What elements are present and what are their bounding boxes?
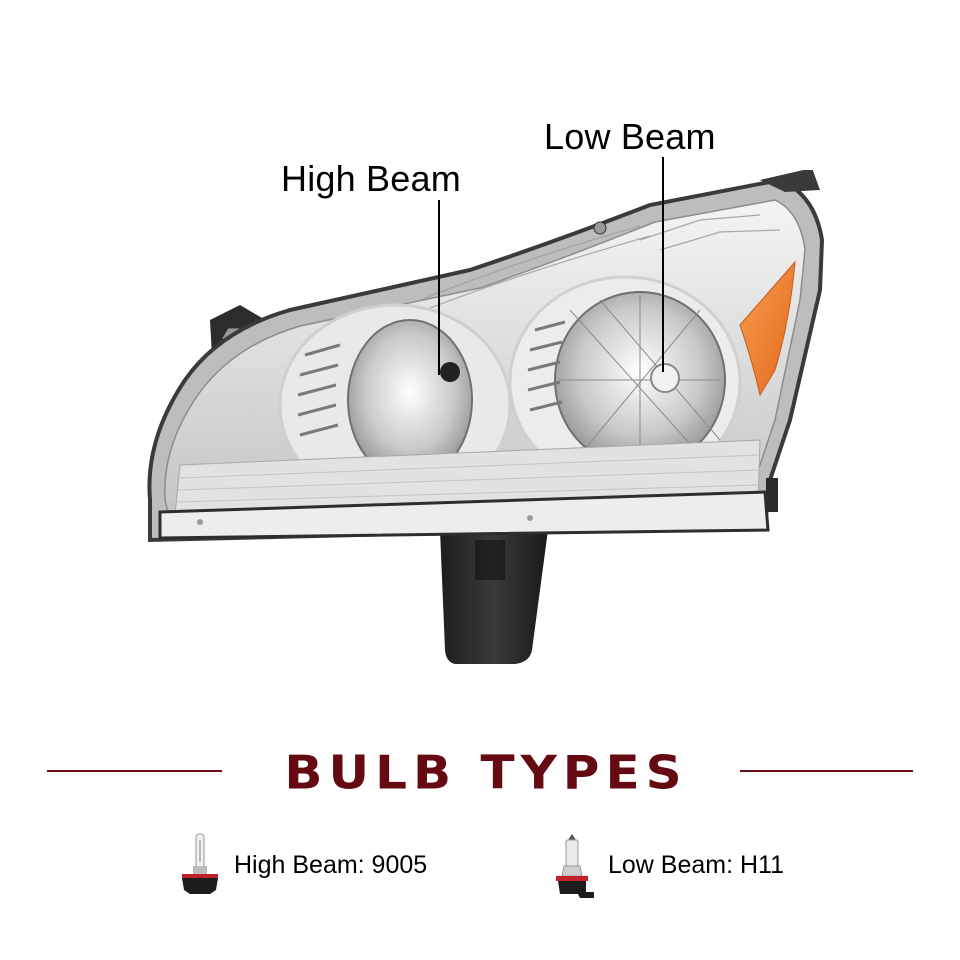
section-title: BULB TYPES — [284, 746, 688, 800]
bulb-item-high-beam: High Beam: 9005 — [178, 830, 427, 900]
high-beam-leader-line — [438, 200, 440, 375]
low-beam-bulb-label: Low Beam: H11 — [608, 850, 785, 879]
high-beam-callout-label: High Beam — [281, 158, 461, 199]
h11-bulb-icon — [550, 832, 596, 898]
bulb-item-low-beam: Low Beam: H11 — [550, 830, 784, 900]
low-beam-leader-line — [662, 157, 664, 372]
low-beam-callout-label: Low Beam — [544, 116, 716, 157]
bulb-types-header: BULB TYPES — [0, 740, 960, 802]
9005-bulb-icon — [178, 832, 222, 898]
headlight-image — [130, 170, 840, 670]
left-divider-rule — [47, 770, 222, 772]
high-beam-bulb-label: High Beam: 9005 — [234, 850, 428, 879]
right-divider-rule — [740, 770, 913, 772]
